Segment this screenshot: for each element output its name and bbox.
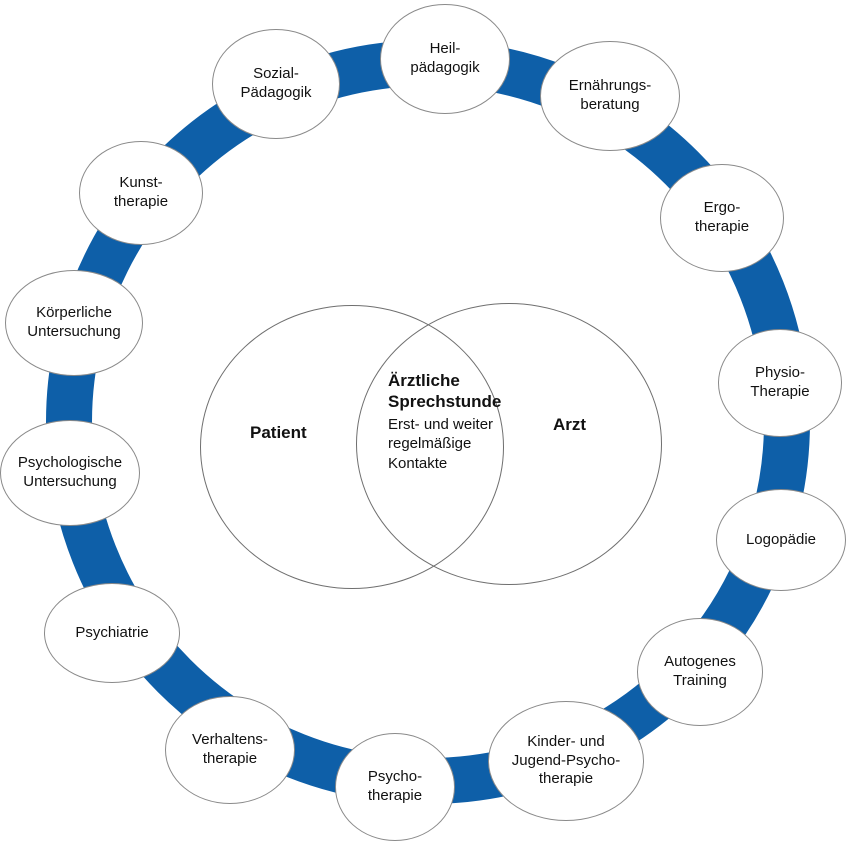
node-heilpaedagogik: Heil- pädagogik [380,4,510,114]
node-psychiatrie: Psychiatrie [44,583,180,683]
overlap-subtitle: Erst- und weiter regelmäßige Kontakte [388,415,494,472]
node-koerperliche-untersuchung: Körperliche Untersuchung [5,270,143,376]
node-kunsttherapie: Kunst- therapie [79,141,203,245]
node-logopaedie: Logopädie [716,489,846,591]
node-sozialpaedagogik: Sozial- Pädagogik [212,29,340,139]
venn-ellipse-arzt [356,303,662,585]
overlap-block: Ärztliche Sprechstunde Erst- und weiter … [388,370,518,473]
node-physiotherapie: Physio- Therapie [718,329,842,437]
node-verhaltenstherapie: Verhaltens- therapie [165,696,295,804]
node-ergotherapie: Ergo- therapie [660,164,784,272]
node-ernaehrungsberatung: Ernährungs- beratung [540,41,680,151]
patient-label: Patient [250,423,307,442]
node-autogenes-training: Autogenes Training [637,618,763,726]
overlap-title: Ärztliche Sprechstunde [388,371,502,412]
node-psychotherapie: Psycho- therapie [335,733,455,841]
node-kinder-jugend-psychotherapie: Kinder- und Jugend-Psycho- therapie [488,701,644,821]
arzt-label: Arzt [553,415,587,434]
node-psychologische-untersuchung: Psychologische Untersuchung [0,420,140,526]
